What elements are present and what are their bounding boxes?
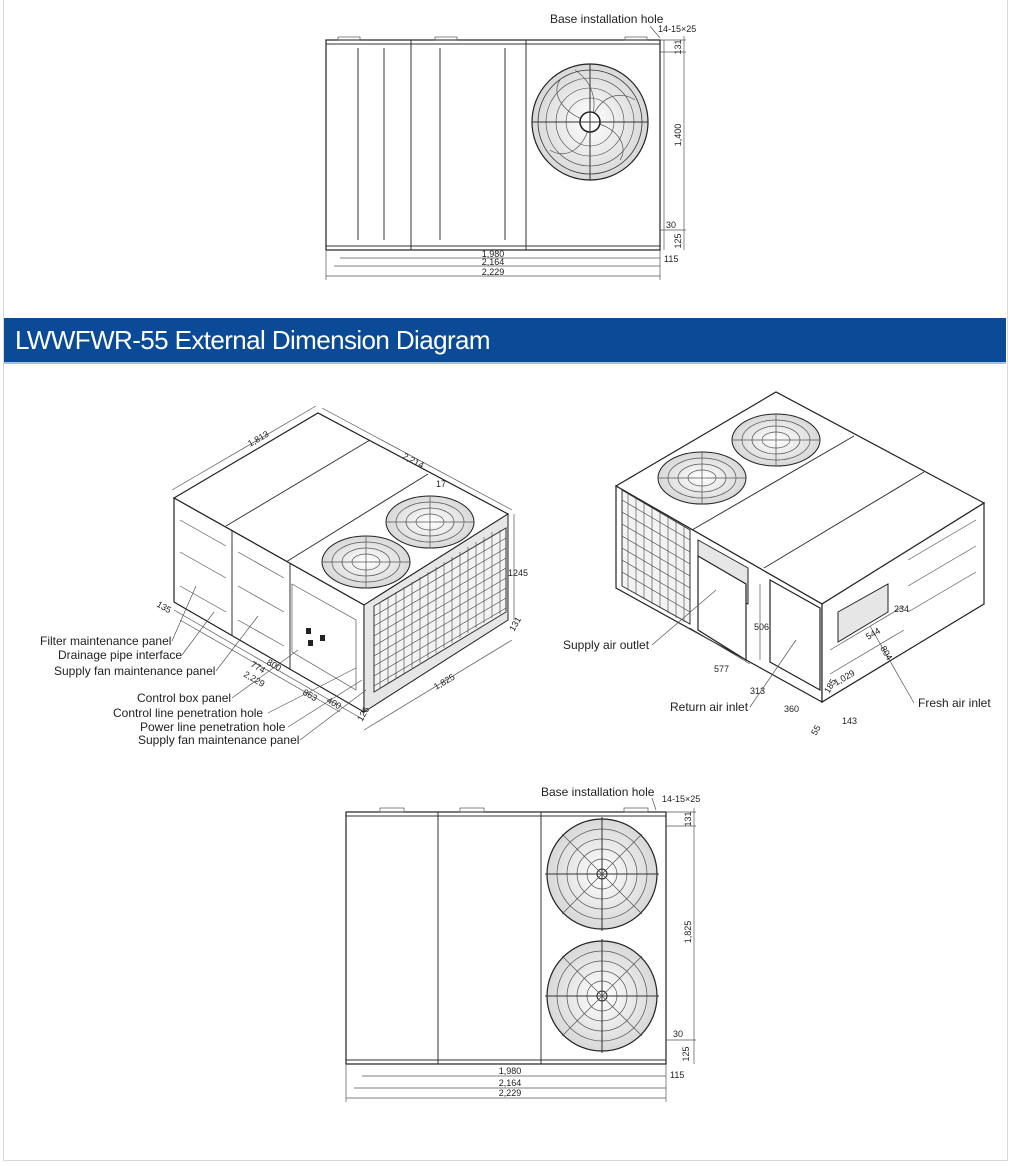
dim-577: 577 (714, 664, 729, 674)
dim-2229: 2,229 (499, 1088, 522, 1098)
fan-icon (731, 413, 821, 467)
dim-1825: 1,825 (683, 921, 693, 944)
condenser-grille (621, 489, 691, 625)
dim-234: 234 (894, 604, 909, 614)
dim-2229: 2,229 (482, 267, 505, 277)
dim-115: 115 (670, 1070, 684, 1080)
label-power-line-hole: Power line penetration hole (140, 720, 286, 734)
dim-135: 135 (155, 599, 173, 615)
label-filter-panel: Filter maintenance panel (40, 634, 171, 648)
dim-2164: 2,164 (482, 257, 505, 267)
dim-125: 125 (681, 1046, 691, 1061)
dim-863: 863 (301, 687, 319, 703)
dim-143: 143 (842, 716, 857, 726)
label-control-box: Control box panel (137, 691, 231, 705)
fan-icon (321, 535, 411, 589)
hole-spec: 14-15×25 (658, 24, 696, 34)
dim-2164: 2,164 (499, 1078, 522, 1088)
dim-131: 131 (507, 615, 523, 633)
dim-1400: 1,400 (673, 124, 683, 147)
condenser-grille (373, 527, 507, 693)
isometric-right-view: Supply air outlet Return air inlet Fresh… (563, 391, 991, 737)
bottom-plan-view: Base installation hole 14-15×25 131 1,82… (345, 785, 700, 1102)
label-fresh-air-inlet: Fresh air inlet (918, 696, 991, 710)
fan-icon (545, 939, 659, 1053)
dim-125: 125 (673, 233, 683, 248)
dim-30: 30 (666, 220, 676, 230)
dim-360: 360 (784, 704, 799, 714)
dim-131: 131 (683, 811, 693, 826)
label-supply-fan-panel-2: Supply fan maintenance panel (138, 733, 299, 747)
isometric-left-view: 1,813 2,214 17 1245 131 1,825 135 774 80… (40, 405, 528, 747)
title-banner: LWWFWR-55 External Dimension Diagram (4, 318, 1006, 362)
fan-icon (657, 451, 747, 505)
dim-17: 17 (436, 479, 446, 489)
page-title: LWWFWR-55 External Dimension Diagram (15, 325, 491, 355)
page-frame (3, 0, 1008, 1161)
hole-spec: 14-15×25 (662, 794, 700, 804)
base-hole-label: Base installation hole (541, 785, 655, 799)
label-drainage-pipe: Drainage pipe interface (58, 648, 182, 662)
fan-icon (385, 495, 475, 549)
dim-313: 313 (750, 686, 765, 696)
dim-30: 30 (673, 1029, 683, 1039)
dim-1825: 1,825 (432, 672, 457, 692)
dim-1245: 1245 (508, 568, 528, 578)
label-supply-fan-panel-1: Supply fan maintenance panel (54, 664, 215, 678)
dim-1980: 1,980 (482, 249, 505, 259)
fan-icon (545, 817, 659, 931)
fan-icon (531, 63, 649, 181)
banner-divider (4, 362, 1006, 364)
dim-55: 55 (809, 723, 823, 737)
label-control-line-hole: Control line penetration hole (113, 706, 263, 720)
label-return-air-inlet: Return air inlet (670, 700, 749, 714)
dim-115: 115 (664, 254, 678, 264)
dim-506: 506 (754, 622, 769, 632)
dim-131: 131 (673, 39, 683, 54)
base-hole-label: Base installation hole (550, 12, 664, 26)
top-plan-view: Base installation hole 14-15×25 131 1,40… (325, 12, 696, 280)
label-supply-air-outlet: Supply air outlet (563, 638, 650, 652)
dim-1980: 1,980 (499, 1066, 522, 1076)
